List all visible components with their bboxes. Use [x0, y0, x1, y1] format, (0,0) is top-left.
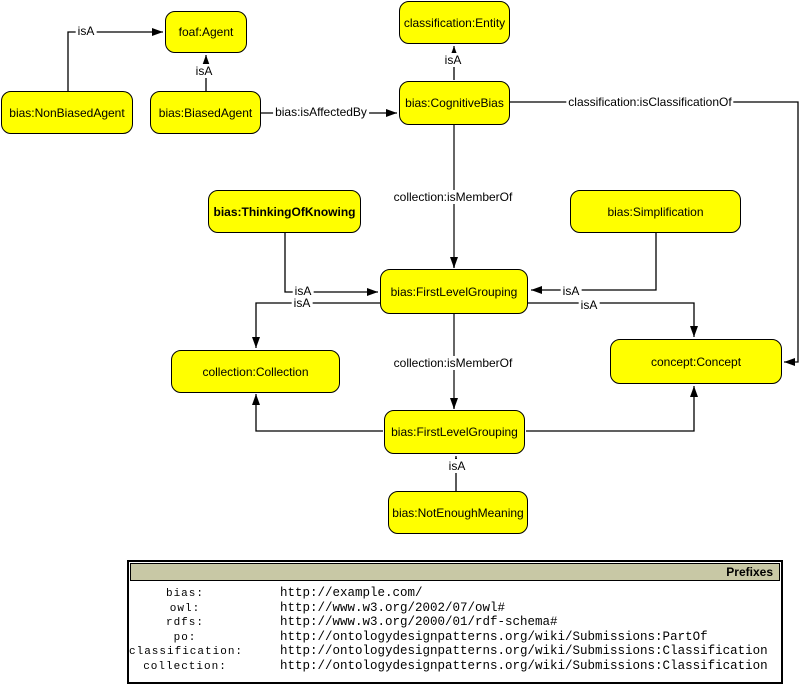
prefix-row: classification: http://ontologydesignpat… — [129, 644, 781, 659]
edge-flg2-to-concept — [526, 386, 698, 432]
node-not-enough-meaning[interactable]: bias:NotEnoughMeaning — [388, 491, 528, 534]
edge-label-isa: isA — [578, 298, 600, 312]
node-foaf-agent[interactable]: foaf:Agent — [165, 11, 247, 53]
edge-nonbiasedagent-isa-agent — [67, 28, 163, 91]
edge-label-isa: isA — [291, 296, 313, 310]
node-first-level-grouping-top[interactable]: bias:FirstLevelGrouping — [380, 269, 528, 314]
edge-flg1-isa-concept — [528, 302, 698, 337]
prefix-row: rdfs: http://www.w3.org/2000/01/rdf-sche… — [129, 615, 781, 630]
prefixes-table: Prefixes bias: http://example.com/ owl: … — [127, 560, 783, 684]
edge-label-isclassificationof: classification:isClassificationOf — [566, 95, 734, 109]
edge-label-isa: isA — [442, 53, 464, 67]
edge-label-ismemberof: collection:isMemberOf — [391, 356, 515, 370]
prefix-name: classification: — [129, 646, 244, 658]
prefix-uri: http://example.com/ — [280, 586, 423, 600]
node-biased-agent[interactable]: bias:BiasedAgent — [150, 91, 261, 134]
edge-simplification-isa-flg1 — [531, 233, 657, 294]
edge-label-isa: isA — [446, 459, 468, 473]
edge-label-isaffectedby: bias:isAffectedBy — [273, 105, 369, 119]
edge-label-isa: isA — [193, 64, 215, 78]
prefixes-table-body: bias: http://example.com/ owl: http://ww… — [129, 582, 781, 673]
edge-label-isa: isA — [292, 284, 314, 298]
prefix-uri: http://www.w3.org/2000/01/rdf-schema# — [280, 615, 558, 629]
prefix-name: owl: — [169, 602, 201, 615]
node-classification-entity[interactable]: classification:Entity — [399, 1, 510, 44]
prefix-name: po: — [173, 631, 197, 644]
edge-thinkingofknowing-isa-flg1 — [284, 233, 378, 296]
edge-label-isa: isA — [75, 24, 97, 38]
edge-label-isa: isA — [560, 284, 582, 298]
prefix-name: collection: — [143, 660, 227, 673]
prefix-row: owl: http://www.w3.org/2002/07/owl# — [129, 601, 781, 616]
prefixes-table-title: Prefixes — [130, 563, 780, 581]
prefix-row: collection: http://ontologydesignpattern… — [129, 659, 781, 674]
prefix-name: bias: — [165, 588, 204, 600]
prefix-row: bias: http://example.com/ — [129, 586, 781, 601]
node-collection[interactable]: collection:Collection — [171, 350, 340, 393]
prefix-name: rdfs: — [165, 617, 204, 629]
node-thinking-of-knowing[interactable]: bias:ThinkingOfKnowing — [208, 190, 361, 233]
edge-flg2-to-collection — [252, 394, 383, 432]
prefix-uri: http://ontologydesignpatterns.org/wiki/S… — [280, 644, 768, 658]
prefix-uri: http://ontologydesignpatterns.org/wiki/S… — [280, 629, 708, 644]
node-simplification[interactable]: bias:Simplification — [570, 190, 741, 233]
prefix-uri: http://ontologydesignpatterns.org/wiki/S… — [280, 658, 768, 673]
edge-label-ismemberof: collection:isMemberOf — [391, 190, 515, 204]
edge-flg1-isa-collection — [252, 302, 380, 348]
node-cognitive-bias[interactable]: bias:CognitiveBias — [399, 81, 510, 125]
node-first-level-grouping-bottom[interactable]: bias:FirstLevelGrouping — [384, 410, 525, 454]
prefix-row: po: http://ontologydesignpatterns.org/wi… — [129, 630, 781, 645]
prefix-uri: http://www.w3.org/2002/07/owl# — [280, 600, 506, 615]
node-concept[interactable]: concept:Concept — [610, 339, 782, 384]
node-non-biased-agent[interactable]: bias:NonBiasedAgent — [1, 91, 133, 134]
